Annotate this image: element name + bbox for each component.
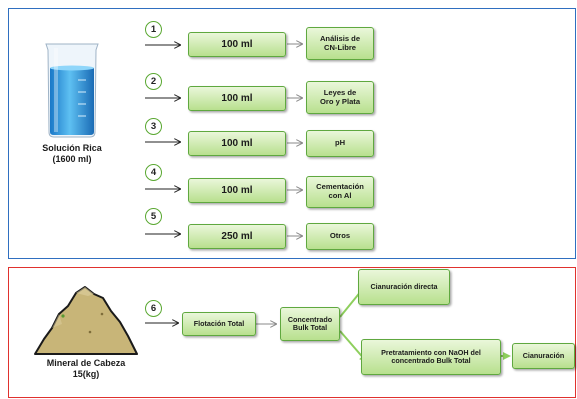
row-3-volume: 100 ml bbox=[221, 137, 253, 149]
row-4-volume-box: 100 ml bbox=[188, 178, 286, 203]
row-2-destination-line2: Oro y Plata bbox=[319, 96, 361, 106]
row-2-destination-line1: Leyes de bbox=[323, 87, 357, 97]
concentrate-line2: Bulk Total bbox=[292, 323, 328, 332]
step-6-badge: 6 bbox=[145, 300, 162, 317]
rock-pile-icon bbox=[34, 286, 138, 355]
step-1-badge: 1 bbox=[145, 21, 162, 38]
direct-cyanidation-box: Cianuración directa bbox=[358, 269, 450, 305]
step-4-badge: 4 bbox=[145, 164, 162, 181]
row-4-volume: 100 ml bbox=[221, 184, 253, 196]
solution-label-line1: Solución Rica bbox=[42, 143, 102, 153]
row-1-volume-box: 100 ml bbox=[188, 32, 286, 57]
row-1-destination-line1: Análisis de bbox=[319, 33, 361, 43]
direct-cyanidation-label: Cianuración directa bbox=[370, 281, 438, 291]
beaker-icon bbox=[45, 43, 99, 138]
mineral-panel bbox=[8, 267, 576, 398]
concentrate-line1: Concentrado bbox=[287, 314, 333, 324]
row-4-destination-line1: Cementación bbox=[316, 182, 364, 192]
row-2-destination-box: Leyes de Oro y Plata bbox=[306, 81, 374, 114]
row-5-destination-box: Otros bbox=[306, 223, 374, 250]
row-5-destination-line1: Otros bbox=[329, 231, 351, 241]
pretreatment-line1: Pretratamiento con NaOH del bbox=[381, 347, 481, 357]
row-1-destination-line2: CN-Libre bbox=[323, 42, 357, 52]
final-cyanidation-label: Cianuración bbox=[522, 350, 565, 360]
row-3-volume-box: 100 ml bbox=[188, 131, 286, 156]
row-5-volume: 250 ml bbox=[221, 230, 253, 242]
solution-label-line2: (1600 ml) bbox=[52, 153, 92, 164]
row-1-volume: 100 ml bbox=[221, 38, 253, 50]
row-3-destination-line1: pH bbox=[334, 138, 346, 148]
step-4-number: 4 bbox=[150, 167, 157, 178]
step-5-badge: 5 bbox=[145, 208, 162, 225]
flotation-box: Flotación Total bbox=[182, 312, 256, 336]
step-3-number: 3 bbox=[150, 121, 157, 132]
final-cyanidation-box: Cianuración bbox=[512, 343, 575, 369]
step-1-number: 1 bbox=[150, 24, 157, 35]
row-5-volume-box: 250 ml bbox=[188, 224, 286, 249]
concentrate-box: Concentrado Bulk Total bbox=[280, 307, 340, 341]
mineral-source-label: Mineral de Cabeza 15(kg) bbox=[22, 358, 150, 380]
row-2-volume: 100 ml bbox=[221, 92, 253, 104]
row-2-volume-box: 100 ml bbox=[188, 86, 286, 111]
step-6-number: 6 bbox=[150, 303, 157, 314]
row-4-destination-box: Cementación con Al bbox=[306, 176, 374, 208]
step-5-number: 5 bbox=[150, 211, 157, 222]
step-2-number: 2 bbox=[150, 76, 157, 87]
solution-panel bbox=[8, 8, 576, 259]
pretreatment-line2: concentrado Bulk Total bbox=[391, 356, 471, 365]
step-2-badge: 2 bbox=[145, 73, 162, 90]
step-3-badge: 3 bbox=[145, 118, 162, 135]
flotation-label: Flotación Total bbox=[193, 318, 245, 328]
solution-source-label: Solución Rica (1600 ml) bbox=[22, 143, 122, 165]
mineral-label-line1: Mineral de Cabeza bbox=[46, 358, 126, 368]
row-4-destination-line2: con Al bbox=[328, 191, 352, 200]
pretreatment-box: Pretratamiento con NaOH del concentrado … bbox=[361, 339, 501, 375]
row-1-destination-box: Análisis de CN-Libre bbox=[306, 27, 374, 60]
row-3-destination-box: pH bbox=[306, 130, 374, 157]
mineral-label-line2: 15(kg) bbox=[72, 368, 100, 379]
